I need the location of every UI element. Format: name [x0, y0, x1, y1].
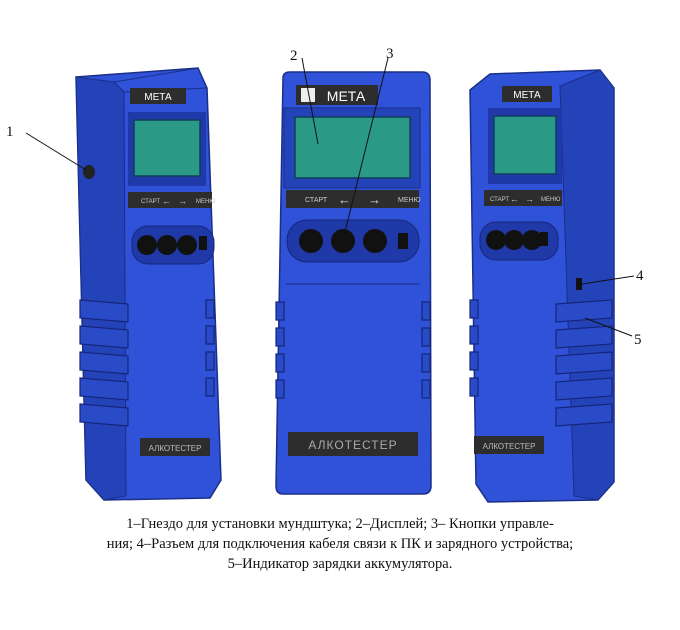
front-button-3	[363, 229, 387, 253]
callout-line-4	[581, 275, 635, 285]
right-display	[493, 115, 557, 175]
caption-line-2: ния; 4–Разъем для подключения кабеля свя…	[106, 536, 574, 552]
left-model-plate	[140, 438, 210, 456]
right-model-plate	[474, 436, 544, 454]
left-arrow-left: ←	[162, 196, 171, 206]
callout-line-3	[343, 57, 389, 237]
callout-line-5	[584, 317, 633, 337]
front-brand: МЕТА	[327, 88, 366, 104]
left-brand: МЕТА	[144, 92, 172, 103]
right-brand: МЕТА	[513, 90, 541, 101]
front-arrow-right: →	[368, 192, 381, 207]
callout-label-1: 1	[6, 124, 14, 140]
device-front-view: МЕТА СТАРТ ← → МЕНЮ АЛКОТЕСТЕР	[275, 71, 432, 495]
callout-label-2: 2	[290, 48, 298, 64]
front-logo-plate	[296, 85, 378, 105]
front-model-plate	[288, 432, 418, 456]
device-diagram: МЕТА СТАРТ ← → МЕНЮ АЛКОТЕС	[6, 46, 644, 503]
right-model: АЛКОТЕСТЕР	[483, 442, 536, 451]
callout-line-2	[301, 57, 319, 145]
left-arrow-right: →	[178, 196, 187, 206]
figure-caption: 1–Гнездо для установки мундштука; 2–Дисп…	[20, 514, 660, 574]
front-display	[294, 116, 411, 179]
pc-charger-connector	[576, 278, 582, 290]
right-arrow-right: →	[525, 194, 534, 204]
callout-line-1	[25, 132, 87, 171]
front-button-2	[331, 229, 355, 253]
front-button-1	[299, 229, 323, 253]
right-logo-plate	[502, 86, 552, 102]
right-menu-label: МЕНЮ	[541, 197, 560, 203]
front-arrow-left: ←	[338, 192, 351, 207]
callouts	[25, 57, 635, 337]
callout-label-3: 3	[386, 46, 394, 62]
callout-label-5: 5	[634, 332, 642, 348]
left-menu-label: МЕНЮ	[196, 199, 215, 205]
caption-line-1: 1–Гнездо для установки мундштука; 2–Дисп…	[126, 516, 554, 532]
right-start-label: СТАРТ	[490, 197, 509, 203]
left-button-3	[177, 235, 197, 255]
left-logo-plate	[130, 88, 186, 104]
mouthpiece-socket	[83, 165, 95, 179]
right-arrow-left: ←	[510, 194, 519, 204]
left-button-1	[137, 235, 157, 255]
callout-label-4: 4	[636, 268, 644, 284]
right-button-2	[504, 230, 524, 250]
device-left-view: МЕТА СТАРТ ← → МЕНЮ АЛКОТЕС	[75, 67, 222, 501]
caption-line-3: 5–Индикатор зарядки аккумулятора.	[227, 556, 453, 572]
device-right-view: МЕТА СТАРТ ← → МЕНЮ	[469, 69, 615, 503]
front-start-label: СТАРТ	[305, 197, 328, 204]
left-button-2	[157, 235, 177, 255]
left-start-label: СТАРТ	[141, 199, 160, 205]
front-model: АЛКОТЕСТЕР	[308, 438, 397, 452]
right-button-3	[522, 230, 542, 250]
right-button-1	[486, 230, 506, 250]
left-display	[133, 119, 201, 177]
left-model: АЛКОТЕСТЕР	[149, 444, 202, 453]
front-menu-label: МЕНЮ	[398, 197, 421, 204]
